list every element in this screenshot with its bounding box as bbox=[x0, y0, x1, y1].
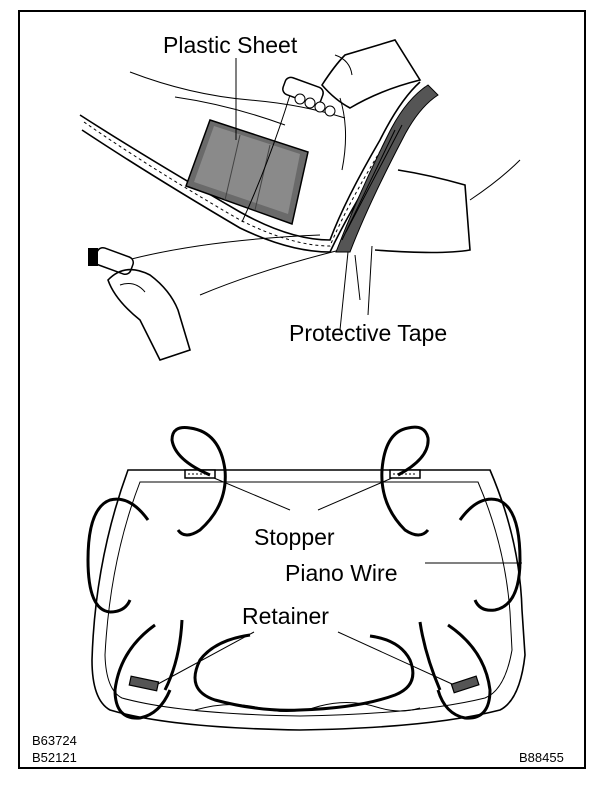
figure-code-left-top: B63724 bbox=[32, 733, 77, 748]
stopper-label: Stopper bbox=[254, 524, 335, 550]
piano-wire-top bbox=[241, 94, 291, 223]
piano-wire-label: Piano Wire bbox=[285, 560, 397, 586]
plastic-sheet bbox=[185, 119, 309, 225]
protective-tape-leader-1 bbox=[339, 251, 349, 331]
retainer-leader-right bbox=[337, 631, 453, 685]
retainer-right bbox=[450, 675, 480, 694]
bottom-illustration: Stopper Piano Wire Retainer bbox=[86, 425, 526, 731]
figure-code-right-bottom: B88455 bbox=[519, 750, 564, 765]
protective-tape-leader-2 bbox=[367, 245, 373, 316]
retainer-leader-left bbox=[157, 631, 255, 685]
glass-edge bbox=[79, 81, 421, 241]
upper-hand bbox=[282, 39, 422, 117]
retainer-left bbox=[128, 675, 160, 692]
windshield-inner bbox=[104, 481, 513, 717]
top-illustration: Plastic Sheet Protective Tape bbox=[79, 32, 521, 361]
protective-tape-strip bbox=[335, 84, 439, 253]
piano-wire-loops bbox=[86, 425, 522, 720]
protective-tape-label: Protective Tape bbox=[289, 320, 447, 346]
windshield-outer bbox=[91, 469, 526, 731]
stopper-leader-left bbox=[213, 477, 291, 511]
stopper-leader-right bbox=[317, 477, 393, 511]
retainer-label: Retainer bbox=[242, 603, 329, 629]
plastic-sheet-label: Plastic Sheet bbox=[163, 32, 298, 58]
figure-border bbox=[18, 10, 586, 769]
figure-code-left-bottom: B52121 bbox=[32, 750, 77, 765]
lower-hand bbox=[88, 246, 191, 361]
